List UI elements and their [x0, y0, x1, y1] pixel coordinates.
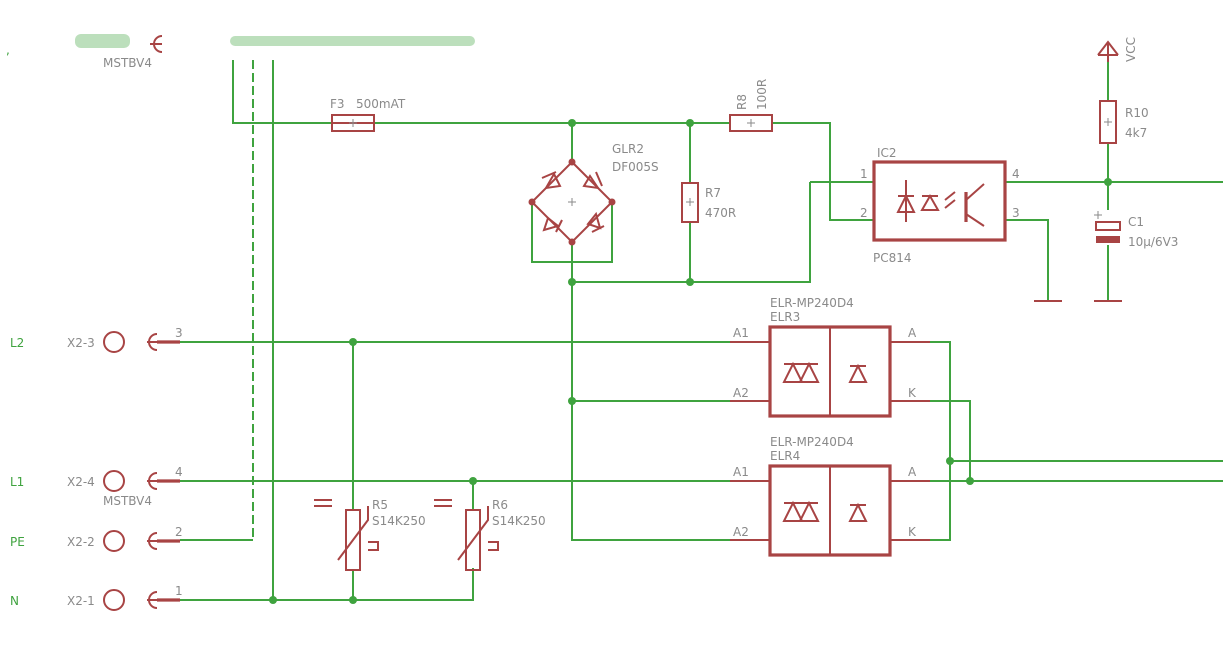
- elr3-pin-a1: A1: [733, 326, 749, 340]
- fuse-value: 500mAT: [356, 97, 406, 111]
- fuse-f3: F3 500mAT: [330, 97, 406, 132]
- connector-ref-x2-2: X2-2: [67, 535, 95, 549]
- r8-name: R8: [735, 94, 749, 110]
- connector-sub-label: MSTBV4: [103, 494, 152, 508]
- capacitor-c1: C1 10µ/6V3: [1094, 211, 1178, 249]
- bridge-value: DF005S: [612, 160, 659, 174]
- varistor-r6: R6 S14K250: [434, 498, 546, 571]
- r7-value: 470R: [705, 206, 736, 220]
- elr4-type: ELR-MP240D4: [770, 435, 854, 449]
- top-net-mark: ,: [6, 43, 10, 57]
- elr4-pin-k: K: [908, 525, 917, 539]
- bridge-rectifier: GLR2 DF005S: [528, 142, 659, 246]
- ic2-pin-2: 2: [860, 206, 868, 220]
- elr3-name: ELR3: [770, 310, 800, 324]
- vcc-label: VCC: [1124, 37, 1138, 62]
- r7-name: R7: [705, 186, 721, 200]
- ic2-pin-1: 1: [860, 167, 868, 181]
- ic2-value: PC814: [873, 251, 912, 265]
- elr3-type: ELR-MP240D4: [770, 296, 854, 310]
- ic2-name: IC2: [877, 146, 897, 160]
- net-label-l2: L2: [10, 336, 24, 350]
- r6-value: S14K250: [492, 514, 546, 528]
- connector-pin-3: 3: [175, 326, 183, 340]
- elr3-pin-a: A: [908, 326, 917, 340]
- relay-elr4: ELR-MP240D4 ELR4 A1 A2 A K: [730, 435, 930, 557]
- c1-value: 10µ/6V3: [1128, 235, 1178, 249]
- relay-elr3: ELR-MP240D4 ELR3 A1 A2 A K: [730, 296, 930, 418]
- junctions: [269, 119, 1112, 604]
- elr4-pin-a2: A2: [733, 525, 749, 539]
- connector-x2-3: L2 X2-3 3: [10, 326, 183, 353]
- elr3-pin-a2: A2: [733, 386, 749, 400]
- net-label-l1: L1: [10, 475, 24, 489]
- ic2-pin-4: 4: [1012, 167, 1020, 181]
- vcc-supply: VCC: [1097, 37, 1138, 62]
- bridge-name: GLR2: [612, 142, 644, 156]
- top-connector: MSTBV4 ,: [6, 34, 475, 70]
- varistor-r5: R5 S14K250: [314, 498, 426, 571]
- r6-name: R6: [492, 498, 508, 512]
- connector-ref-x2-4: X2-4: [67, 475, 95, 489]
- resistor-r10: R10 4k7: [1099, 100, 1149, 144]
- top-connector-label: MSTBV4: [103, 56, 152, 70]
- net-label-pe: PE: [10, 535, 25, 549]
- elr3-pin-k: K: [908, 386, 917, 400]
- r5-name: R5: [372, 498, 388, 512]
- connector-x2-4: L1 X2-4 4 MSTBV4: [10, 465, 183, 508]
- resistor-r7: R7 470R: [681, 182, 736, 223]
- connector-pin-4: 4: [175, 465, 183, 479]
- optocoupler-ic2: 1 2 4 3 IC2 PC814: [860, 146, 1020, 265]
- r10-value: 4k7: [1125, 126, 1147, 140]
- c1-name: C1: [1128, 215, 1144, 229]
- elr4-pin-a1: A1: [733, 465, 749, 479]
- ic2-pin-3: 3: [1012, 206, 1020, 220]
- elr4-name: ELR4: [770, 449, 800, 463]
- fuse-name: F3: [330, 97, 345, 111]
- connector-x2-1: N X2-1 1: [10, 584, 183, 611]
- connector-pin-2: 2: [175, 525, 183, 539]
- elr4-pin-a: A: [908, 465, 917, 479]
- connector-ref-x2-1: X2-1: [67, 594, 95, 608]
- r5-value: S14K250: [372, 514, 426, 528]
- wires: [180, 60, 1223, 601]
- resistor-r8: R8 100R: [729, 79, 773, 132]
- connector-x2-2: PE X2-2 2: [10, 525, 183, 552]
- r8-value: 100R: [755, 79, 769, 110]
- r10-name: R10: [1125, 106, 1149, 120]
- connector-ref-x2-3: X2-3: [67, 336, 95, 350]
- net-label-n: N: [10, 594, 19, 608]
- connector-pin-1: 1: [175, 584, 183, 598]
